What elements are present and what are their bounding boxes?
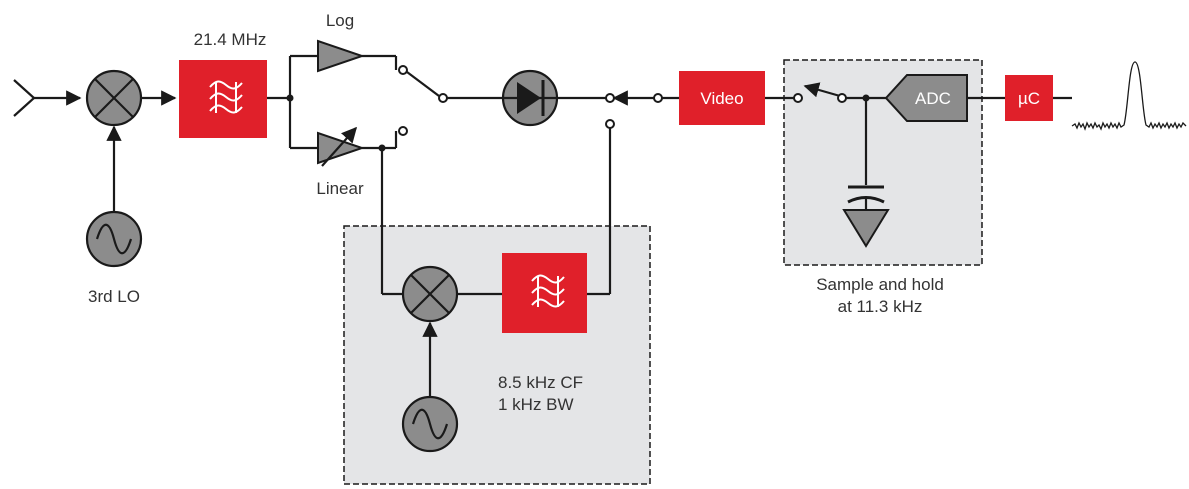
diode-icon [501, 69, 559, 127]
log-label: Log [326, 11, 354, 30]
sample-hold-label-line1: Sample and hold [816, 275, 944, 294]
if-frequency-label: 21.4 MHz [194, 30, 267, 49]
uc-label: µC [1018, 89, 1040, 108]
video-label: Video [700, 89, 743, 108]
spectrum-trace-icon [1071, 61, 1187, 131]
oscillator-icon [401, 395, 459, 453]
sample-hold-label-line2: at 11.3 kHz [838, 297, 923, 316]
filter-bw-label: 1 kHz BW [498, 395, 574, 414]
linear-label: Linear [316, 179, 364, 198]
switch-icon [612, 90, 663, 106]
bandpass-filter-icon [502, 253, 587, 333]
bandpass-filter-icon [179, 60, 267, 138]
adc-label: ADC [915, 89, 951, 108]
lo3-label: 3rd LO [88, 287, 140, 306]
narrowband-filter-panel [343, 225, 651, 485]
amplifier-icon [317, 126, 366, 167]
ground-icon [842, 209, 890, 248]
antenna-icon [13, 79, 82, 117]
capacitor-icon [847, 185, 885, 204]
mixer-icon [401, 265, 459, 323]
video-filter-block [679, 71, 765, 125]
mixer-icon [85, 69, 143, 127]
oscillator-icon [85, 210, 143, 268]
filter-cf-label: 8.5 kHz CF [498, 373, 583, 392]
microcontroller-block [1005, 75, 1053, 121]
switch-icon [406, 71, 448, 103]
amplifier-icon [317, 39, 366, 73]
